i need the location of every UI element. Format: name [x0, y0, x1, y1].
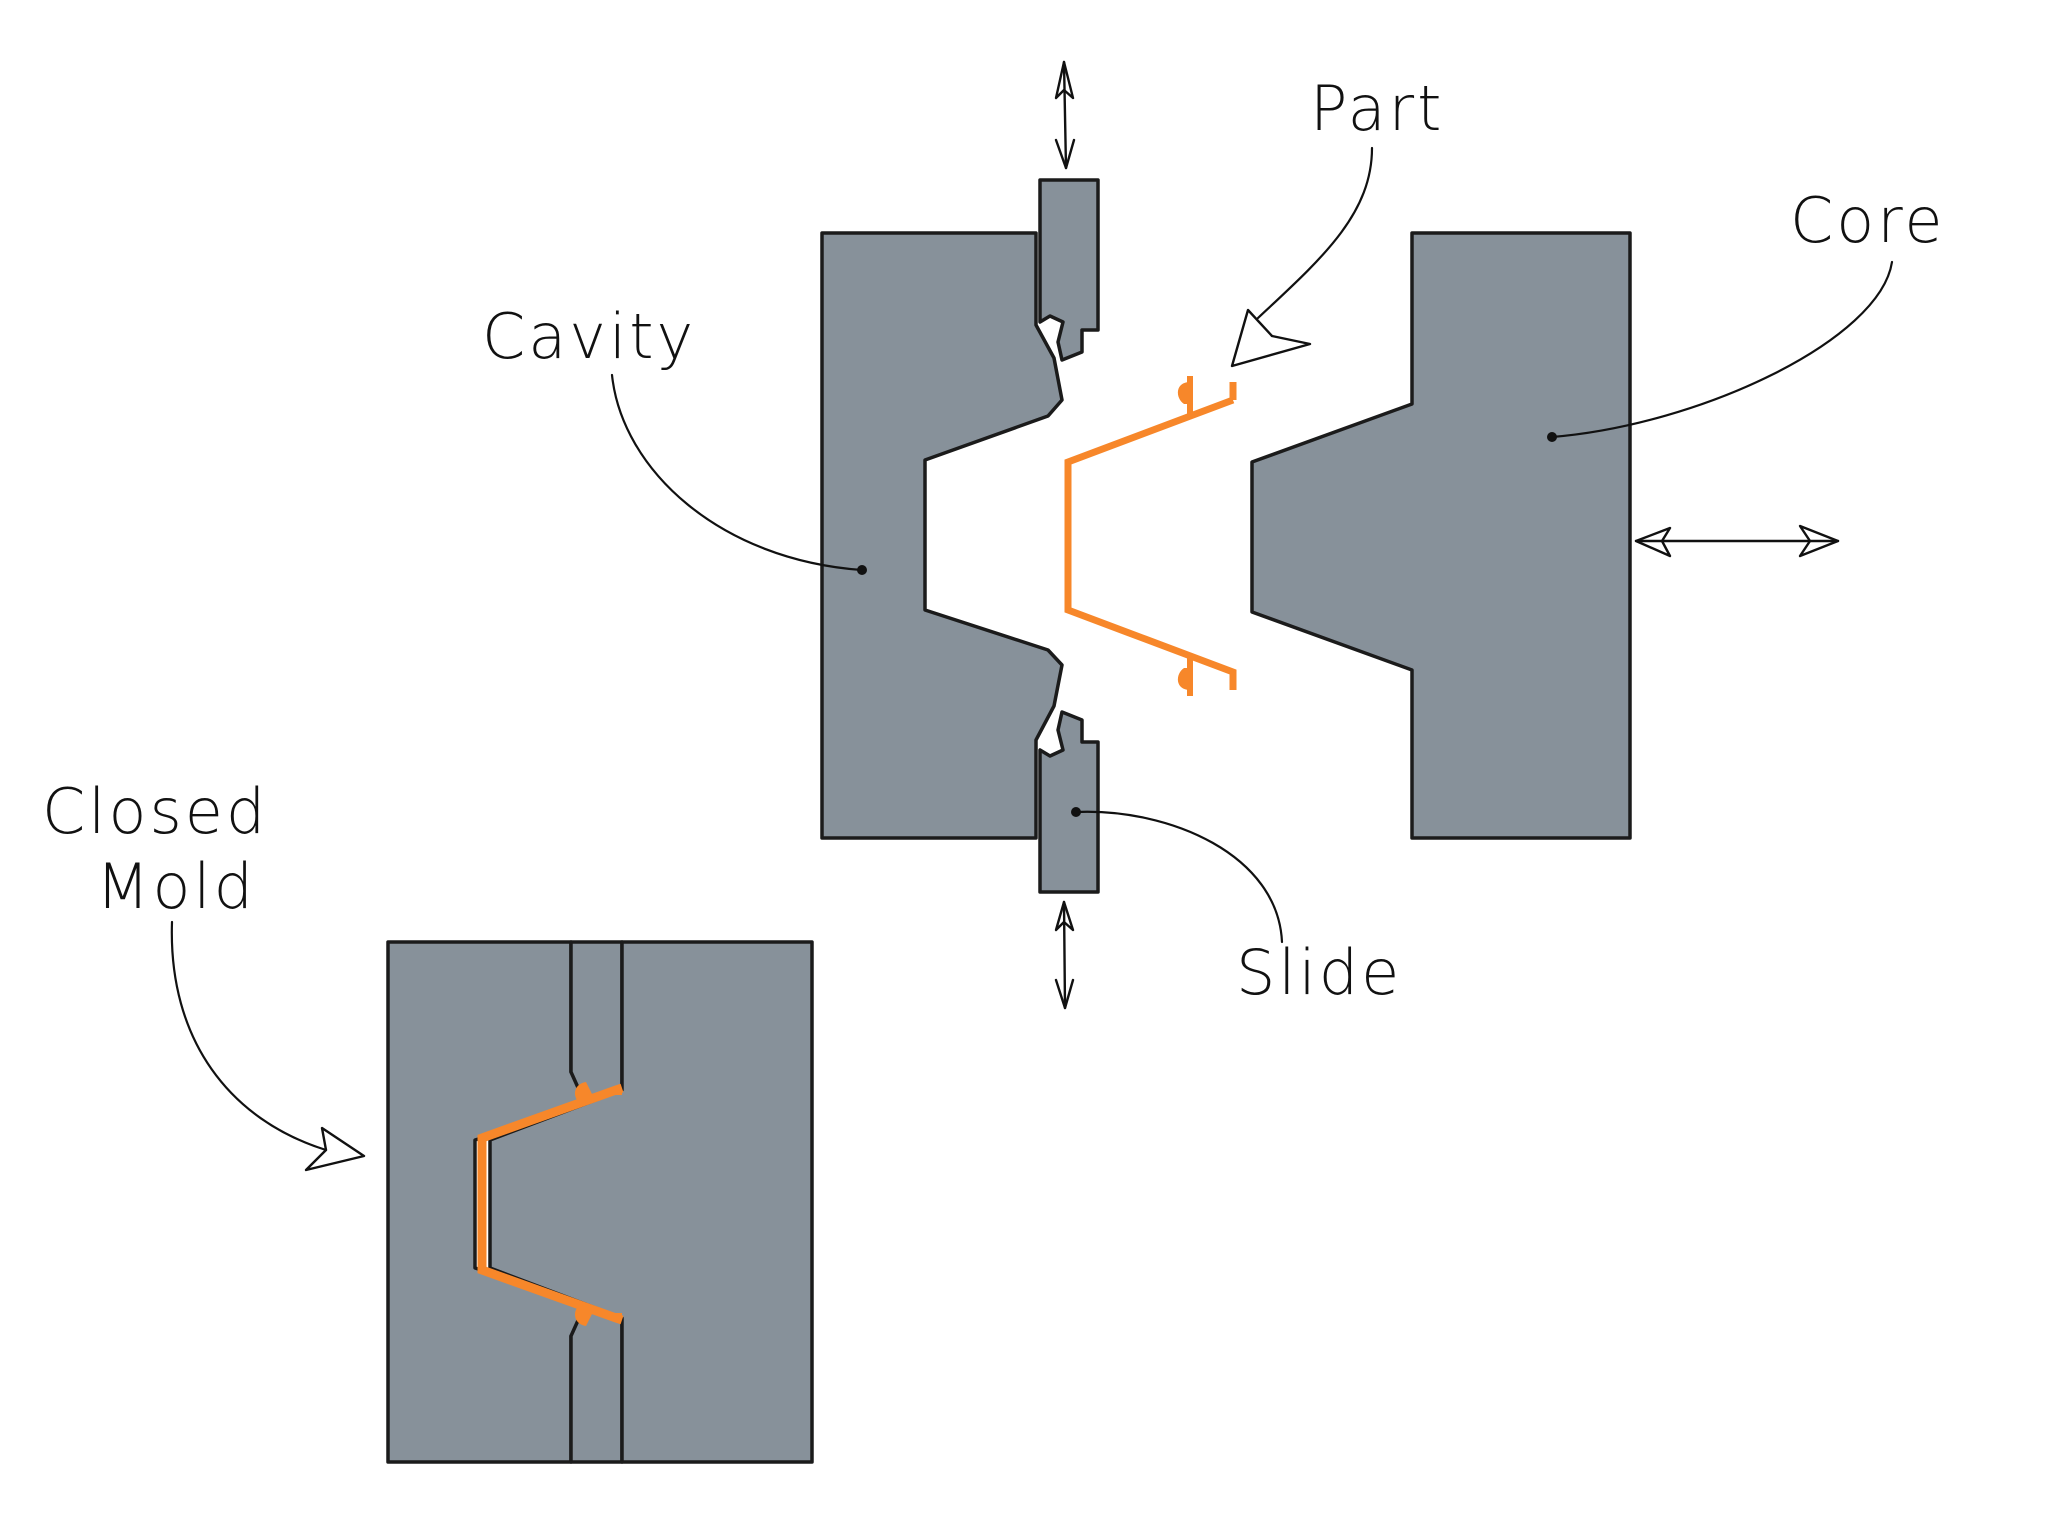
upper-slide	[1038, 178, 1100, 362]
closed-mold-slide-lower	[569, 1308, 624, 1464]
slide-motion-arrow-top	[1054, 60, 1076, 170]
closed-mold-leader	[170, 920, 366, 1172]
label-slide: Slide	[1236, 936, 1402, 1009]
label-cavity: Cavity	[482, 300, 696, 373]
core-leader	[1547, 260, 1894, 442]
closed-mold-slide-upper	[569, 940, 624, 1100]
closed-mold	[386, 940, 814, 1464]
core-motion-arrow	[1634, 524, 1840, 558]
part-lower-lip	[1177, 668, 1190, 690]
label-core: Core	[1790, 184, 1946, 257]
slide-motion-arrow-bottom	[1054, 900, 1075, 1010]
part-profile	[1064, 376, 1237, 696]
part-upper-lip	[1177, 382, 1190, 404]
label-closed-mold-line2: Mold	[96, 850, 256, 923]
cavity-leader	[610, 373, 867, 575]
slide-leader	[1071, 807, 1284, 944]
label-closed-mold-line1: Closed	[42, 775, 268, 848]
label-part: Part	[1310, 72, 1444, 145]
part-leader	[1230, 146, 1374, 368]
lower-slide	[1038, 710, 1100, 894]
core-block	[1250, 231, 1632, 840]
cavity-block	[820, 231, 1064, 840]
